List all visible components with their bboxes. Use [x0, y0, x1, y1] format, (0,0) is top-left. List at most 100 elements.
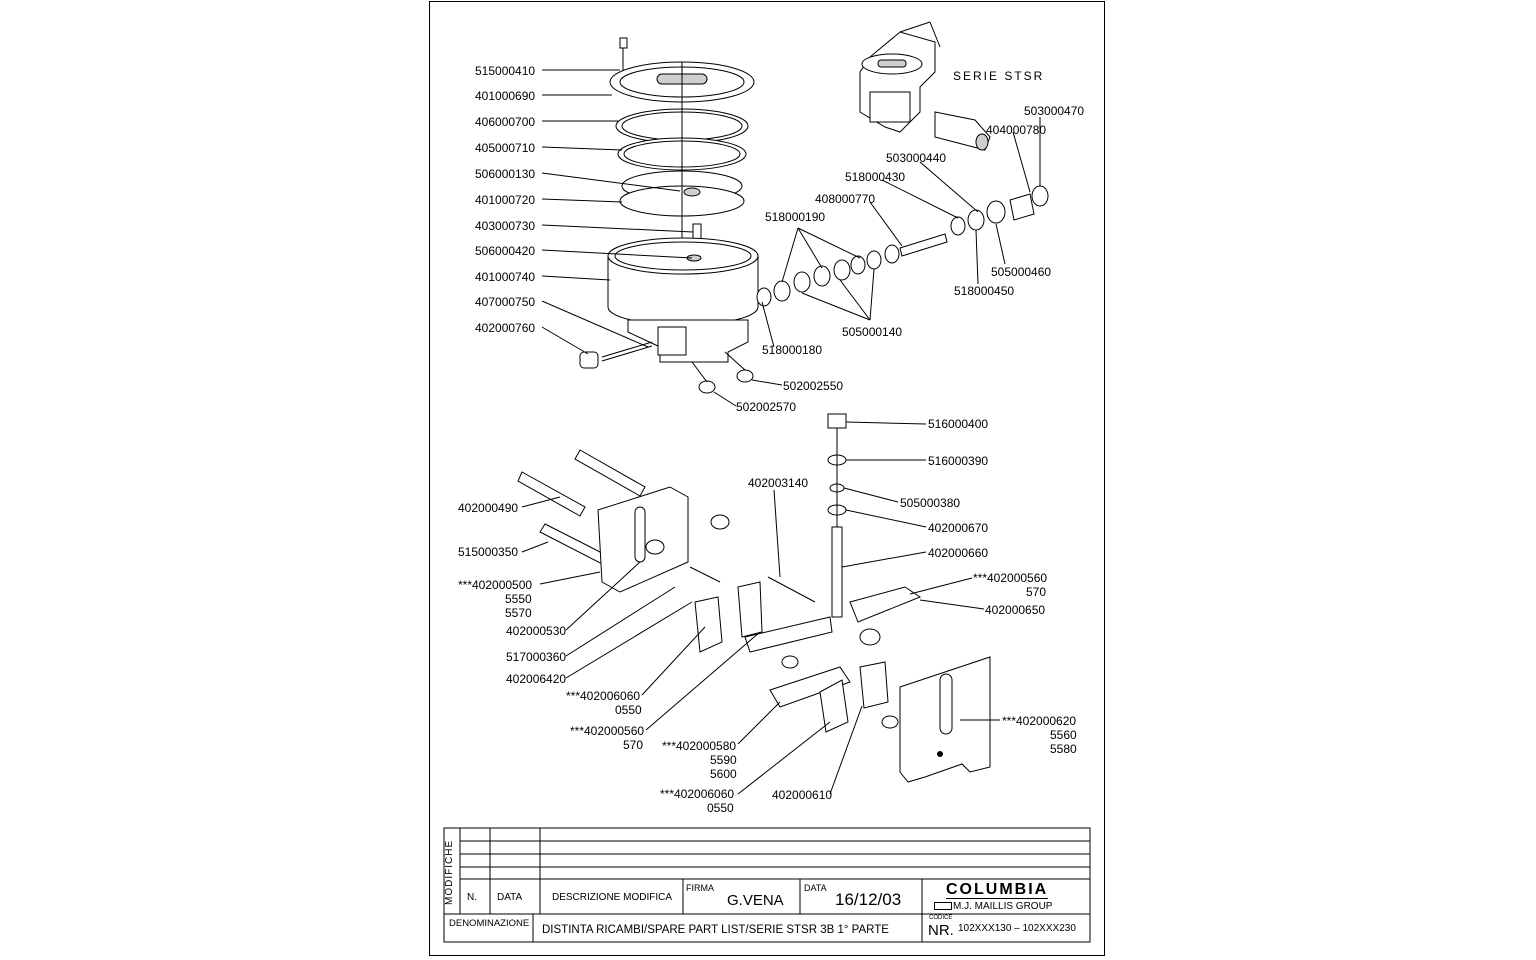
- lower-lever: [769, 666, 851, 708]
- cover-screw: [619, 37, 628, 49]
- callout-402000490: 402000490: [458, 501, 518, 515]
- callout-407000750: 407000750: [475, 295, 535, 309]
- shaft-washer: [756, 287, 772, 307]
- callout-402000760: 402000760: [475, 321, 535, 335]
- modifiche-label: MODIFICHE: [444, 839, 455, 905]
- denominazione-value: DISTINTA RICAMBI/SPARE PART LIST/SERIE S…: [542, 924, 889, 936]
- callout-515000350: 515000350: [458, 545, 518, 559]
- callout-518000450: 518000450: [954, 284, 1014, 298]
- link-lever: [737, 581, 763, 638]
- callout-518000180: 518000180: [762, 343, 822, 357]
- lower-link: [819, 679, 849, 733]
- callout-506000420: 506000420: [475, 244, 535, 258]
- firma-label: FIRMA: [686, 883, 714, 893]
- callout-505000140: 505000140: [842, 325, 902, 339]
- denominazione-label: DENOMINAZIONE: [449, 918, 530, 929]
- linkage-assembly: [517, 413, 991, 783]
- callout-402006060-a-0550: 0550: [615, 703, 642, 717]
- col-n-header: N.: [467, 892, 477, 903]
- callout-402000500-5550: 5550: [505, 592, 532, 606]
- callout-402006060-b: ***402006060: [660, 787, 734, 801]
- callout-401000720: 401000720: [475, 193, 535, 207]
- callout-505000380: 505000380: [900, 496, 960, 510]
- callout-402006060-b-0550: 0550: [707, 801, 734, 815]
- group-name-text: M.J. MAILLIS GROUP: [953, 901, 1053, 912]
- data-label: DATA: [804, 883, 827, 893]
- callout-402000500-5570: 5570: [505, 606, 532, 620]
- callout-402000580: ***402000580: [662, 739, 736, 753]
- callout-402000560-b: ***402000560: [973, 571, 1047, 585]
- callout-406000700: 406000700: [475, 115, 535, 129]
- adjust-knob: [579, 351, 599, 369]
- callout-402000560-a-570: 570: [623, 738, 643, 752]
- callout-402000650: 402000650: [985, 603, 1045, 617]
- callout-402000560-a: ***402000560: [570, 724, 644, 738]
- callout-515000410: 515000410: [475, 64, 535, 78]
- lower-link: [859, 661, 889, 709]
- callout-402000610: 402000610: [772, 788, 832, 802]
- callout-502002550: 502002550: [783, 379, 843, 393]
- callout-517000360: 517000360: [506, 650, 566, 664]
- callout-408000770: 408000770: [815, 192, 875, 206]
- callout-402000660: 402000660: [928, 546, 988, 560]
- callout-518000190: 518000190: [765, 210, 825, 224]
- shaft-parts: [756, 185, 1049, 307]
- col-descr-header: DESCRIZIONE MODIFICA: [552, 892, 673, 903]
- bushing: [698, 380, 716, 394]
- callout-402000620-5580: 5580: [1050, 742, 1077, 756]
- nr-label: NR.: [928, 922, 954, 939]
- callout-502002570: 502002570: [736, 400, 796, 414]
- callout-401000690: 401000690: [475, 89, 535, 103]
- group-logo-icon: [934, 902, 952, 911]
- callout-402003140: 402003140: [748, 476, 808, 490]
- callout-503000440: 503000440: [886, 151, 946, 165]
- callout-518000430: 518000430: [845, 170, 905, 184]
- hex-nut: [827, 413, 847, 429]
- callout-402000560-b-570: 570: [1026, 585, 1046, 599]
- callout-516000400: 516000400: [928, 417, 988, 431]
- right-arm: [849, 586, 922, 623]
- callout-402000500: ***402000500: [458, 578, 532, 592]
- shaft-rod: [899, 233, 948, 257]
- nr-value: 102XXX130 – 102XXX230: [958, 923, 1076, 934]
- company-logo: COLUMBIA: [946, 881, 1049, 899]
- bolt: [517, 471, 586, 517]
- callout-402000580-5590: 5590: [710, 753, 737, 767]
- codice-label: CODICE: [929, 915, 953, 921]
- callout-401000740: 401000740: [475, 270, 535, 284]
- callout-403000730: 403000730: [475, 219, 535, 233]
- cylinder-assembly: [579, 37, 759, 394]
- leader-lines: [521, 69, 1041, 795]
- plate-hole: [937, 751, 943, 757]
- bolt: [574, 449, 646, 497]
- callout-labels: SERIE STSR 515000410 401000690 406000700…: [458, 64, 1084, 815]
- callout-402000580-5600: 5600: [710, 767, 737, 781]
- group-name: M.J. MAILLIS GROUP: [934, 901, 1052, 912]
- callout-404000780: 404000780: [986, 123, 1046, 137]
- series-title: SERIE STSR: [953, 69, 1044, 83]
- firma-value: G.VENA: [727, 892, 784, 909]
- callout-402006060-a: ***402006060: [566, 689, 640, 703]
- valve-block: [627, 319, 749, 363]
- shaft-sleeve: [1009, 193, 1035, 221]
- link-lever: [694, 596, 723, 653]
- callout-402000530: 402000530: [506, 624, 566, 638]
- exploded-diagram: SERIE STSR 515000410 401000690 406000700…: [458, 21, 1084, 815]
- valve-port: [657, 326, 687, 356]
- callout-402000620: ***402000620: [1002, 714, 1076, 728]
- isometric-assembly: [859, 21, 991, 151]
- drawing-sheet: SERIE STSR 515000410 401000690 406000700…: [429, 1, 1105, 956]
- callout-402000620-5560: 5560: [1050, 728, 1077, 742]
- col-data-header: DATA: [497, 892, 523, 903]
- vertical-shaft: [831, 526, 843, 618]
- callout-505000460: 505000460: [991, 265, 1051, 279]
- data-value: 16/12/03: [835, 890, 902, 909]
- callout-402006420: 402006420: [506, 672, 566, 686]
- callout-503000470: 503000470: [1024, 104, 1084, 118]
- callout-506000130: 506000130: [475, 167, 535, 181]
- bushing: [736, 369, 754, 383]
- callout-405000710: 405000710: [475, 141, 535, 155]
- connecting-bar: [744, 616, 833, 653]
- callout-516000390: 516000390: [928, 454, 988, 468]
- callout-402000670: 402000670: [928, 521, 988, 535]
